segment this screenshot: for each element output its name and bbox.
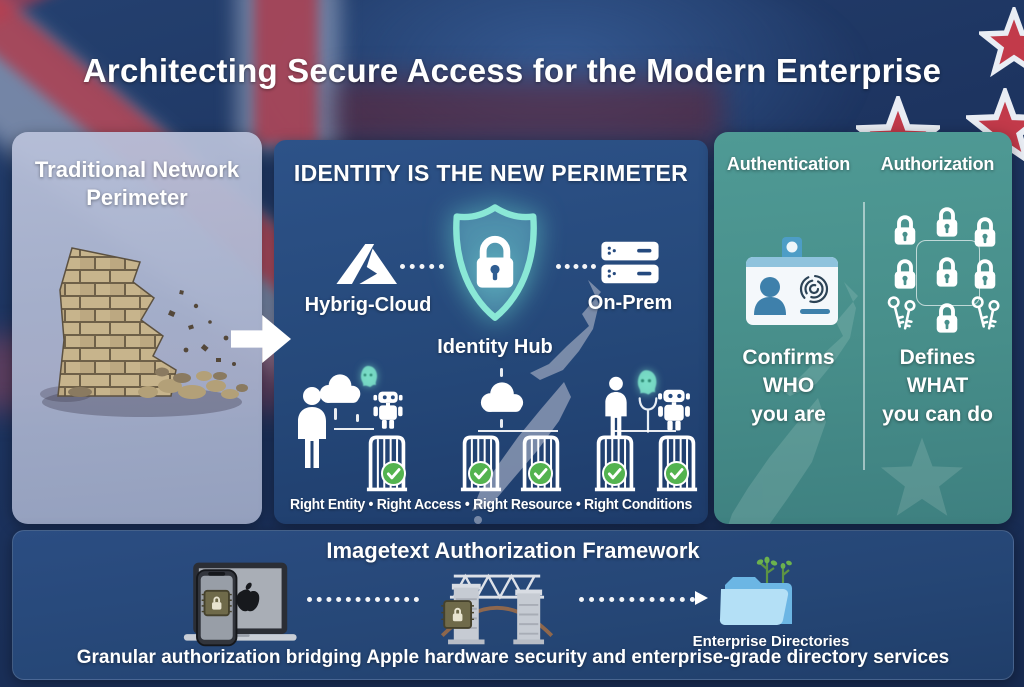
dotted-connector — [556, 264, 596, 269]
authentication-heading: Authentication — [726, 154, 851, 174]
arrowhead-icon — [695, 591, 708, 605]
secure-enclave-chip-icon — [201, 589, 232, 617]
server-stack-icon — [601, 241, 659, 284]
caption-line: WHAT — [906, 374, 969, 398]
authn-authz-heading-row: Authentication Authorization — [714, 154, 1012, 175]
connector-dash — [356, 414, 359, 422]
shield-lock-icon — [453, 204, 537, 321]
lock-icon — [890, 256, 920, 292]
flag-maroon-band — [332, 78, 722, 144]
dotted-connector — [579, 597, 695, 602]
check-icon — [601, 460, 628, 487]
keys-icon — [884, 294, 920, 334]
caption-line: Defines — [899, 346, 976, 369]
traditional-perimeter-title: Traditional Network Perimeter — [34, 157, 240, 210]
check-icon — [467, 460, 494, 487]
page-title: Architecting Secure Access for the Moder… — [82, 52, 942, 89]
framework-caption: Granular authorization bridging Apple ha… — [76, 647, 950, 668]
broken-wall-icon — [40, 247, 248, 417]
caption-line: WHO — [762, 374, 815, 398]
cloud-icon — [475, 380, 529, 415]
nz-map-icon — [728, 282, 858, 524]
apple-logo-icon — [236, 582, 260, 612]
azure-cloud-icon — [336, 244, 398, 284]
keys-icon — [968, 294, 1004, 334]
lock-icon — [890, 212, 920, 248]
lock-icon — [932, 204, 962, 240]
fingerprint-icon — [799, 274, 829, 304]
caption-line: Confirms — [742, 346, 835, 369]
lock-icon — [932, 254, 962, 290]
framework-heading: Imagetext Authorization Framework — [326, 538, 700, 563]
on-prem-label: On-Prem — [587, 292, 673, 314]
check-icon — [380, 460, 407, 487]
apple-devices-icon — [183, 562, 297, 647]
caption-line: you can do — [882, 402, 993, 426]
identity-heading: IDENTITY IS THE NEW PERIMETER — [293, 160, 689, 186]
truss-bridge-icon — [440, 573, 554, 645]
lock-icon — [970, 256, 1000, 292]
connector-line — [334, 428, 374, 430]
authorization-framework-panel: Imagetext Authorization Framework — [12, 530, 1014, 680]
lock-icon — [970, 214, 1000, 250]
connector-dash — [334, 408, 337, 420]
robot-icon — [654, 388, 694, 434]
authorization-caption: Defines WHAT you can do — [863, 344, 1012, 429]
fork-stand-icon — [638, 397, 658, 433]
directories-label: Enterprise Directories — [692, 633, 850, 650]
authentication-caption: Confirms WHO you are — [714, 344, 863, 429]
check-icon — [527, 460, 554, 487]
connector-dash — [500, 368, 503, 377]
connector-line — [478, 430, 558, 432]
plant-icon — [759, 562, 790, 585]
connector-dash — [500, 419, 503, 428]
authn-authz-panel: Authentication Authorization — [714, 132, 1012, 524]
hybrid-cloud-label: Hybrig-Cloud — [304, 294, 432, 316]
panel-divider — [863, 202, 865, 470]
identity-hub-label: Identity Hub — [437, 336, 553, 358]
identity-perimeter-panel: IDENTITY IS THE NEW PERIMETER Hybrig-Clo… — [274, 140, 708, 524]
principles-caption: Right Entity • Right Access • Right Reso… — [290, 496, 692, 513]
robot-icon — [370, 390, 406, 432]
check-icon — [663, 460, 690, 487]
dotted-connector — [307, 597, 419, 602]
traditional-perimeter-panel: Traditional Network Perimeter — [12, 132, 262, 524]
person-icon — [292, 386, 332, 470]
folder-plants-icon — [719, 556, 792, 626]
id-badge-icon — [746, 237, 838, 325]
secure-enclave-chip-icon — [441, 600, 474, 629]
lock-icon — [932, 300, 962, 336]
dotted-connector — [400, 264, 444, 269]
authorization-heading: Authorization — [880, 154, 995, 174]
caption-line: you are — [751, 402, 826, 426]
nz-star-icon — [876, 432, 968, 524]
union-jack-red-vertical — [254, 0, 318, 144]
connector-line — [614, 430, 676, 432]
